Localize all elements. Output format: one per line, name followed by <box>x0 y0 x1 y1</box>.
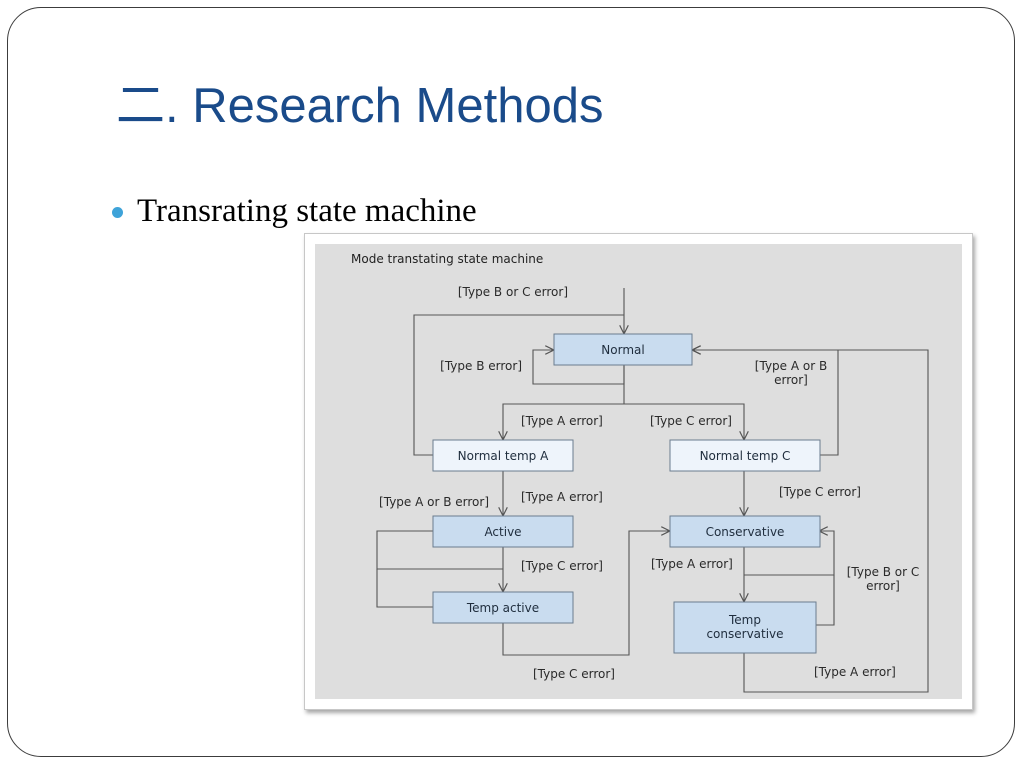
bullet-item: Transrating state machine <box>112 193 477 230</box>
state-machine-diagram: Mode transtating state machine Normal <box>315 244 962 699</box>
transition-label: [Type A or B <box>755 359 827 373</box>
state-label: Normal <box>601 343 644 357</box>
edge-temp-active-to-active <box>376 569 433 608</box>
edge-normal-temp-a-to-normal <box>413 314 624 456</box>
transition-label: [Type C error] <box>521 559 603 573</box>
state-box <box>432 439 574 472</box>
state-label: Temp <box>728 613 761 627</box>
transition-label: [Type A error] <box>651 557 733 571</box>
edge-temp-active-to-conservative <box>502 531 669 656</box>
edge-normal-to-normal-temp-c <box>624 403 744 439</box>
edge-temp-conservative-to-conservative <box>816 575 835 626</box>
state-label: Temp active <box>466 601 539 615</box>
state-normal-temp-a: Normal temp A <box>432 439 574 472</box>
transition-label: error] <box>866 579 900 593</box>
transition-labels: [Type B or C error] [Type B error] [Type… <box>379 285 919 681</box>
diagram-background <box>315 244 962 699</box>
transition-label: [Type A error] <box>521 490 603 504</box>
transition-label: [Type B error] <box>440 359 522 373</box>
state-box <box>553 333 693 366</box>
transition-edges <box>376 288 929 693</box>
transition-label: [Type A error] <box>814 665 896 679</box>
state-box <box>432 591 574 624</box>
transition-label: [Type C error] <box>779 485 861 499</box>
state-box <box>669 439 821 472</box>
state-label: Normal temp A <box>458 449 549 463</box>
state-label: Active <box>484 525 521 539</box>
state-box <box>669 515 821 548</box>
state-temp-active: Temp active <box>432 591 574 624</box>
transition-label: [Type A or B error] <box>379 495 489 509</box>
state-label: Conservative <box>706 525 785 539</box>
state-box <box>432 515 574 548</box>
state-label: conservative <box>706 627 783 641</box>
transition-label: error] <box>774 373 808 387</box>
state-normal: Normal <box>553 333 693 366</box>
edge-active-self-loop <box>376 530 503 570</box>
state-conservative: Conservative <box>669 515 821 548</box>
state-machine-figure: Mode transtating state machine Normal <box>304 233 973 710</box>
state-active: Active <box>432 515 574 548</box>
slide-title: 二. Research Methods <box>116 79 604 133</box>
transition-label: [Type B or C <box>847 565 920 579</box>
state-temp-conservative: Temp conservative <box>673 601 817 654</box>
transition-label: [Type A error] <box>521 414 603 428</box>
state-box <box>673 601 817 654</box>
edge-temp-conservative-to-normal <box>693 350 929 693</box>
transition-label: [Type B or C error] <box>458 285 568 299</box>
edge-conservative-self-loop <box>744 531 835 576</box>
diagram-title: Mode transtating state machine <box>351 252 543 266</box>
transition-label: [Type C error] <box>650 414 732 428</box>
edge-normal-to-normal-temp-a <box>503 365 625 439</box>
state-normal-temp-c: Normal temp C <box>669 439 821 472</box>
transition-label: [Type C error] <box>533 667 615 681</box>
bullet-dot-icon <box>112 207 123 218</box>
bullet-text: Transrating state machine <box>137 193 477 229</box>
state-label: Normal temp C <box>700 449 791 463</box>
